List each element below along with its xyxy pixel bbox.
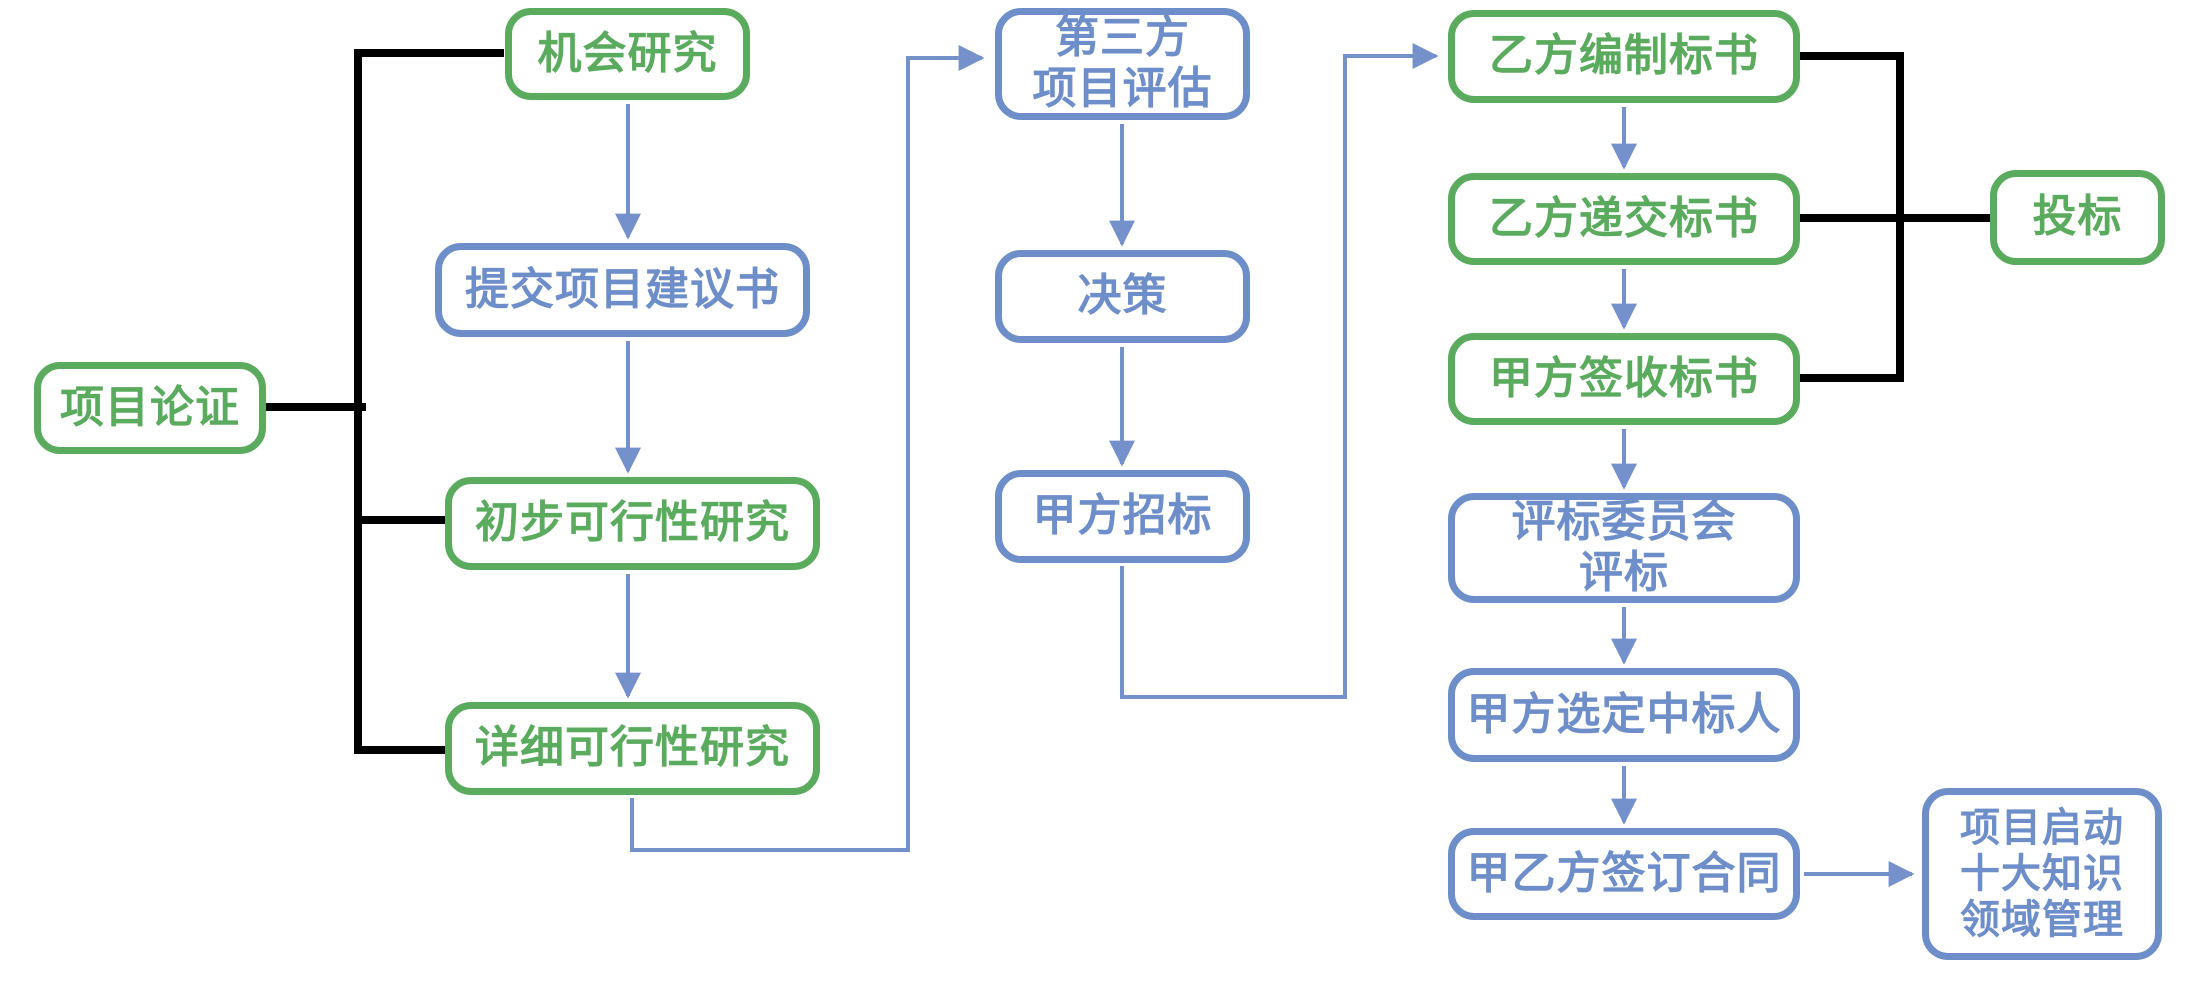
node-decision: 决策 <box>995 250 1250 343</box>
node-owner-tendering: 甲方招标 <box>995 470 1250 563</box>
node-opportunity-study: 机会研究 <box>505 8 750 100</box>
black-bracket-right <box>1796 52 1994 382</box>
black-bracket-left <box>262 49 504 754</box>
node-project-demonstration: 项目论证 <box>34 362 266 454</box>
node-owner-select-winner: 甲方选定中标人 <box>1448 668 1800 762</box>
node-owner-receive-bid: 甲方签收标书 <box>1448 333 1800 425</box>
node-bidder-prepare-bid: 乙方编制标书 <box>1448 10 1800 103</box>
node-sign-contract: 甲乙方签订合同 <box>1448 828 1800 920</box>
blue-flow-arrows <box>615 43 1915 887</box>
node-bid-evaluation-committee: 评标委员会 评标 <box>1448 493 1800 603</box>
node-third-party-project-evaluation: 第三方 项目评估 <box>995 8 1250 120</box>
node-submit-project-proposal: 提交项目建议书 <box>435 243 810 337</box>
node-preliminary-feasibility-study: 初步可行性研究 <box>445 477 820 570</box>
node-detailed-feasibility-study: 详细可行性研究 <box>445 702 820 795</box>
node-bidding: 投标 <box>1990 170 2165 265</box>
node-bidder-submit-bid: 乙方递交标书 <box>1448 173 1800 265</box>
node-project-kickoff-knowledge-areas: 项目启动 十大知识 领域管理 <box>1922 788 2162 960</box>
